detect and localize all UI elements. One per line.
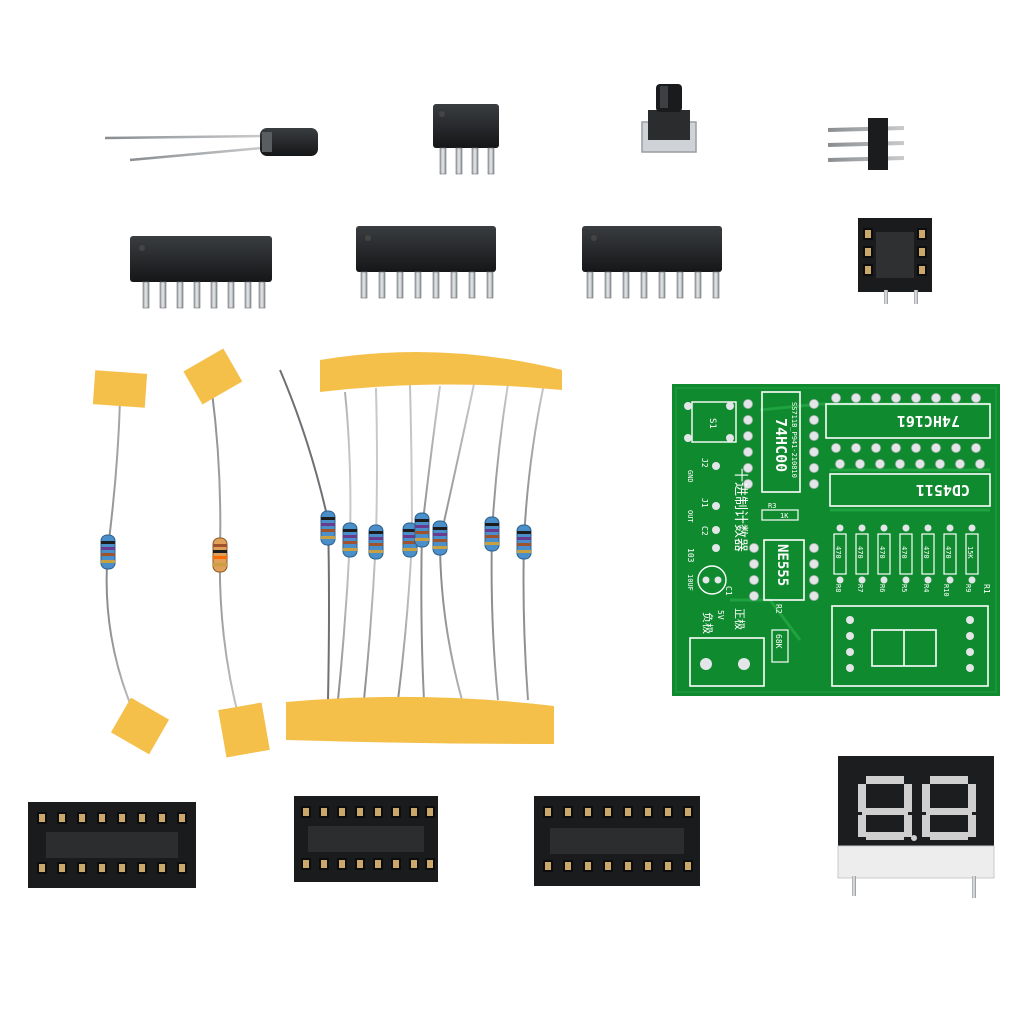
pcb-power-connector <box>689 637 765 687</box>
svg-text:470: 470 <box>834 546 842 559</box>
dip16-chip-middle <box>356 226 496 299</box>
pcb-label-74hc161: 74HC161 <box>897 412 960 430</box>
pcb-label-j2: J2 <box>700 458 709 468</box>
pcb-display-footprint <box>831 605 989 687</box>
svg-text:R2: R2 <box>774 604 783 614</box>
dip16-socket-middle <box>294 796 438 882</box>
pcb-label-103: 103 <box>686 548 695 563</box>
pcb-footprint-cd4511: CD4511 <box>829 459 991 507</box>
pcb-label-j1: J1 <box>700 498 709 508</box>
resistor-blue-single <box>92 370 170 755</box>
pcb-title-cn: 十进制计数器 <box>732 468 748 552</box>
svg-text:1K: 1K <box>780 512 789 520</box>
svg-text:10UF: 10UF <box>686 574 694 591</box>
resistor-tape-strip <box>279 352 562 744</box>
svg-text:S1: S1 <box>707 418 717 429</box>
svg-text:R6: R6 <box>878 584 886 592</box>
seven-segment-display-icon <box>837 756 995 898</box>
svg-text:R9: R9 <box>964 584 972 592</box>
svg-text:470: 470 <box>878 546 886 559</box>
pcb-label-neg: 负极 <box>701 612 715 634</box>
svg-text:470: 470 <box>856 546 864 559</box>
svg-text:470: 470 <box>944 546 952 559</box>
svg-text:470: 470 <box>922 546 930 559</box>
pcb-resistor-bank: 470 470 470 470 470 470 15K R8 R7 R6 R5 … <box>833 524 991 597</box>
dip8-socket <box>858 218 932 304</box>
svg-text:R1: R1 <box>982 584 991 594</box>
pcb-r2: R2 68K <box>771 604 789 663</box>
dip16-socket-left <box>28 802 196 888</box>
pcb-footprint-74hc161: 74HC161 <box>825 393 991 453</box>
pcb-label-gnd: GND <box>686 470 694 483</box>
resistor-brown-single <box>183 348 270 758</box>
svg-text:R5: R5 <box>900 584 908 592</box>
pcb-label-out: OUT <box>686 510 694 523</box>
pcb-label-pos: 正极 <box>733 608 747 630</box>
pcb-s1: S1 <box>684 401 737 443</box>
tactile-switch-icon <box>641 84 697 153</box>
pcb-label-74hc00: 74HC00 <box>772 418 790 472</box>
dip8-chip <box>433 104 499 175</box>
dip16-chip-left <box>130 236 272 309</box>
dip16-socket-right <box>534 796 700 886</box>
pcb-footprint-74hc00: 74HC00 SS711B_P941-210810 <box>743 391 819 493</box>
svg-text:R7: R7 <box>856 584 864 592</box>
pin-header-icon <box>827 118 905 170</box>
pcb-c1: C1 10UF <box>686 565 733 596</box>
pcb-label-cd4511: CD4511 <box>916 481 970 499</box>
pcb-footprint-ne555: NE555 <box>749 539 819 601</box>
pcb-label-c2: C2 <box>700 526 709 536</box>
svg-text:R4: R4 <box>922 584 930 592</box>
svg-text:15K: 15K <box>966 546 974 559</box>
pcb-label-5v: 5V <box>716 610 725 620</box>
pcb-label-ne555: NE555 <box>774 544 790 586</box>
capacitor-icon <box>104 128 318 162</box>
svg-text:R10: R10 <box>942 584 950 597</box>
pcb-serial: SS711B_P941-210810 <box>790 402 798 478</box>
svg-text:R8: R8 <box>834 584 842 592</box>
svg-text:C1: C1 <box>724 586 733 596</box>
pcb-board: 74HC00 SS711B_P941-210810 74HC161 CD4511 <box>672 384 1000 696</box>
dip16-chip-right <box>582 226 722 299</box>
svg-text:68K: 68K <box>774 634 783 649</box>
svg-text:470: 470 <box>900 546 908 559</box>
svg-text:R3: R3 <box>768 502 776 510</box>
pcb-r3: R3 1K <box>761 502 799 521</box>
